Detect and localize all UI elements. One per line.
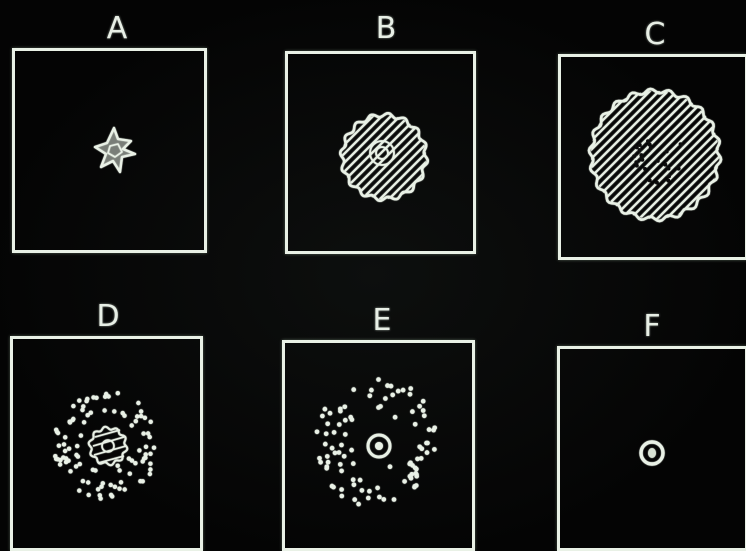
panel-a-star [95,128,135,172]
panel-e-dots [315,377,437,506]
panel-d-dots [53,391,156,501]
panel-b-disc [252,113,511,201]
panel-f-ring [641,442,663,464]
panel-c-disc [457,89,746,221]
